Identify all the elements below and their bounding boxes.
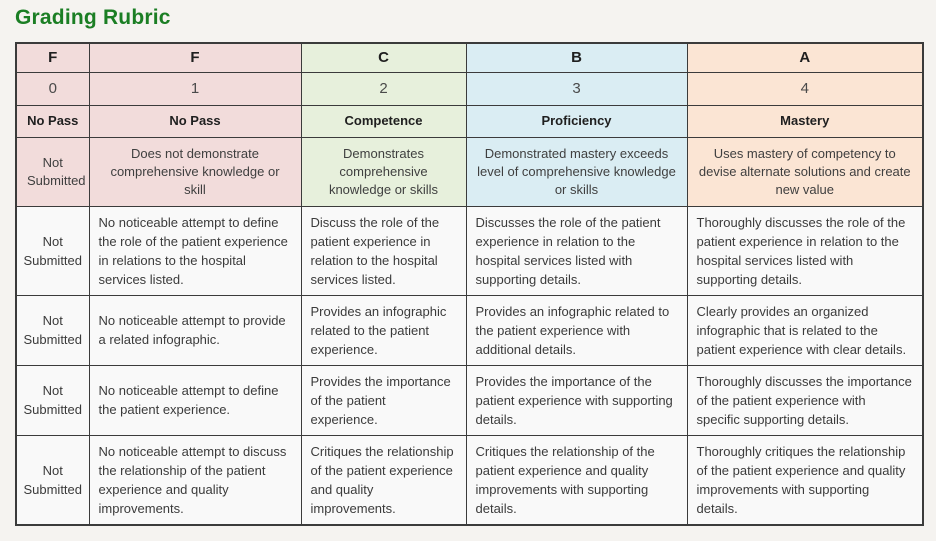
criteria-cell: Provides an infographic related to the p… [465,294,688,366]
grade-label-cell: No Pass [15,104,90,138]
criteria-cell: Critiques the relationship of the patien… [300,434,467,525]
grade-description-cell: Uses mastery of competency to devise alt… [686,136,924,207]
grade-label-cell: Mastery [686,104,924,138]
criteria-row-role-of-patient-experience: Not Submitted No noticeable attempt to d… [15,205,924,296]
grade-letter-cell: F [88,42,302,73]
grade-letter-cell: A [686,42,924,73]
points-cell: 2 [300,71,467,106]
criteria-row-importance-of-patient-experience: Not Submitted No noticeable attempt to d… [15,364,924,436]
criteria-cell: Clearly provides an organized infographi… [686,294,924,366]
points-cell: 4 [686,71,924,106]
criteria-cell: Discuss the role of the patient experien… [300,205,467,296]
grade-letter-cell: B [465,42,688,73]
rubric-table: F F C B A 0 1 2 3 4 No Pass No Pass Comp… [15,42,924,526]
criteria-cell: Discusses the role of the patient experi… [465,205,688,296]
criteria-cell: No noticeable attempt to define the pati… [88,364,302,436]
criteria-cell: Provides an infographic related to the p… [300,294,467,366]
points-row: 0 1 2 3 4 [15,71,924,106]
criteria-cell: No noticeable attempt to provide a relat… [88,294,302,366]
points-cell: 1 [88,71,302,106]
grade-description-row: Not Submitted Does not demonstrate compr… [15,136,924,207]
page-title: Grading Rubric [15,6,171,29]
criteria-cell: Not Submitted [15,205,90,296]
criteria-cell: Not Submitted [15,294,90,366]
grade-description-cell: Demonstrated mastery exceeds level of co… [465,136,688,207]
criteria-row-quality-improvements: Not Submitted No noticeable attempt to d… [15,434,924,525]
criteria-cell: No noticeable attempt to define the role… [88,205,302,296]
grade-letter-cell: F [15,42,90,73]
grade-description-cell: Demonstrates comprehensive knowledge or … [300,136,467,207]
criteria-cell: Thoroughly critiques the relationship of… [686,434,924,525]
criteria-cell: Provides the importance of the patient e… [300,364,467,436]
grade-label-cell: Proficiency [465,104,688,138]
grade-description-cell: Not Submitted [15,136,90,207]
grade-letter-cell: C [300,42,467,73]
points-cell: 0 [15,71,90,106]
grade-description-cell: Does not demonstrate comprehensive knowl… [88,136,302,207]
criteria-cell: Thoroughly discusses the importance of t… [686,364,924,436]
criteria-cell: Thoroughly discusses the role of the pat… [686,205,924,296]
criteria-cell: Provides the importance of the patient e… [465,364,688,436]
grade-label-cell: No Pass [88,104,302,138]
criteria-cell: No noticeable attempt to discuss the rel… [88,434,302,525]
criteria-cell: Critiques the relationship of the patien… [465,434,688,525]
grade-label-row: No Pass No Pass Competence Proficiency M… [15,104,924,138]
points-cell: 3 [465,71,688,106]
criteria-row-infographic: Not Submitted No noticeable attempt to p… [15,294,924,366]
criteria-cell: Not Submitted [15,364,90,436]
grade-label-cell: Competence [300,104,467,138]
grade-letter-row: F F C B A [15,42,924,73]
criteria-cell: Not Submitted [15,434,90,525]
